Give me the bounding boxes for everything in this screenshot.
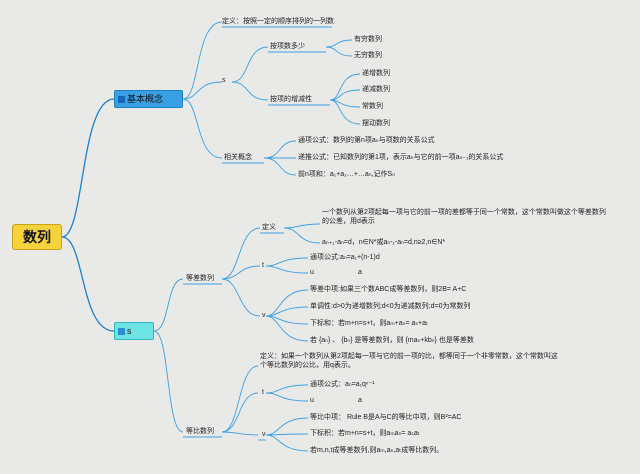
related-concepts-node[interactable]: 相关概念: [224, 154, 252, 161]
classify-node[interactable]: s: [222, 77, 226, 84]
root-node[interactable]: 数列: [12, 224, 62, 250]
arith-middle-term[interactable]: 等差中项:如果三个数ABC成等差数列，则2B= A+C: [310, 286, 467, 293]
general-term-def[interactable]: 通项公式：数列的第n项aₙ与项数的关系公式: [298, 137, 435, 144]
arith-index-sum[interactable]: 下标和：若m+n=s+t，则aₘ+aₙ= aₛ+aₜ: [310, 320, 429, 327]
partial-sum-def[interactable]: 前n项和：a₁+a₂…+…aₙ,记作Sₙ: [298, 171, 396, 178]
by-monotonic-node[interactable]: 按项的增减性: [270, 96, 312, 103]
basic-concepts-node[interactable]: 基本概念: [114, 90, 183, 108]
arith-u-value[interactable]: a: [358, 269, 362, 276]
geo-u-node[interactable]: u: [310, 397, 314, 404]
geo-index-product[interactable]: 下标积：若m+n=s+t，则aₘaₙ= aₛaₜ: [310, 430, 420, 437]
by-count-node[interactable]: 按项数多少: [270, 43, 305, 50]
arith-u-node[interactable]: u: [310, 269, 314, 276]
arith-general-formula[interactable]: 通项公式:aₙ=a₁+(n-1)d: [310, 254, 380, 261]
geometric-seq-node[interactable]: 等比数列: [186, 428, 214, 435]
constant-seq[interactable]: 常数列: [362, 103, 383, 110]
decreasing-seq[interactable]: 递减数列: [362, 86, 390, 93]
arith-definition-text[interactable]: 一个数列从第2项起每一项与它的前一项的差都等于同一个常数，这个常数叫做这个等差数…: [322, 209, 606, 225]
recursive-formula-def[interactable]: 递推公式：已知数列的第1项，表示aₙ与它的前一项aₙ₋₁的关系公式: [298, 154, 504, 161]
geo-general-node[interactable]: t: [262, 389, 264, 396]
arith-definition-node[interactable]: 定义: [262, 224, 276, 231]
geo-definition-text[interactable]: 定义：如果一个数列从第2项起每一项与它的前一项的比，都等同于一个非零常数，这个常…: [260, 353, 558, 369]
geo-props-node[interactable]: v: [262, 431, 266, 438]
finite-seq[interactable]: 有穷数列: [354, 36, 382, 43]
basic-concepts-label: 基本概念: [127, 94, 164, 104]
sequence-types-label: s: [127, 326, 132, 336]
arith-props-node[interactable]: v: [262, 312, 266, 319]
infinite-seq[interactable]: 无穷数列: [354, 52, 382, 59]
note-icon: [118, 328, 125, 335]
increasing-seq[interactable]: 递增数列: [362, 70, 390, 77]
arith-monotonicity[interactable]: 单调性:d>0为递增数列;d<0为递减数列;d=0为常数列: [310, 303, 471, 310]
geo-middle-term[interactable]: 等比中项： Rule B是A与C的等比中项，则B²=AC: [310, 414, 462, 421]
geo-u-value[interactable]: a: [358, 397, 362, 404]
geo-general-formula[interactable]: 通项公式：aₙ=a₁qⁿ⁻¹: [310, 381, 375, 388]
oscillating-seq[interactable]: 摆动数列: [362, 120, 390, 127]
note-icon: [118, 96, 125, 103]
arith-linear-comb[interactable]: 若 {aₙ} 、 {bₙ} 是等差数列，则 {maₙ+kbₙ} 也是等差数: [310, 337, 474, 344]
sequence-types-node[interactable]: s: [114, 322, 154, 340]
arith-definition-formula[interactable]: aₙ₊₁-aₙ=d，n∈N*或aₙ-₁-aₙ=d,n≥2,n∈N*: [322, 239, 446, 246]
arithmetic-seq-node[interactable]: 等差数列: [186, 275, 214, 282]
arith-general-node[interactable]: t: [262, 262, 264, 269]
basic-definition[interactable]: 定义：按照一定的顺序排列的一列数: [222, 18, 334, 25]
geo-arith-indices[interactable]: 若m,n,t成等差数列,则aₘ,aₙ,aₜ成等比数列。: [310, 447, 444, 454]
